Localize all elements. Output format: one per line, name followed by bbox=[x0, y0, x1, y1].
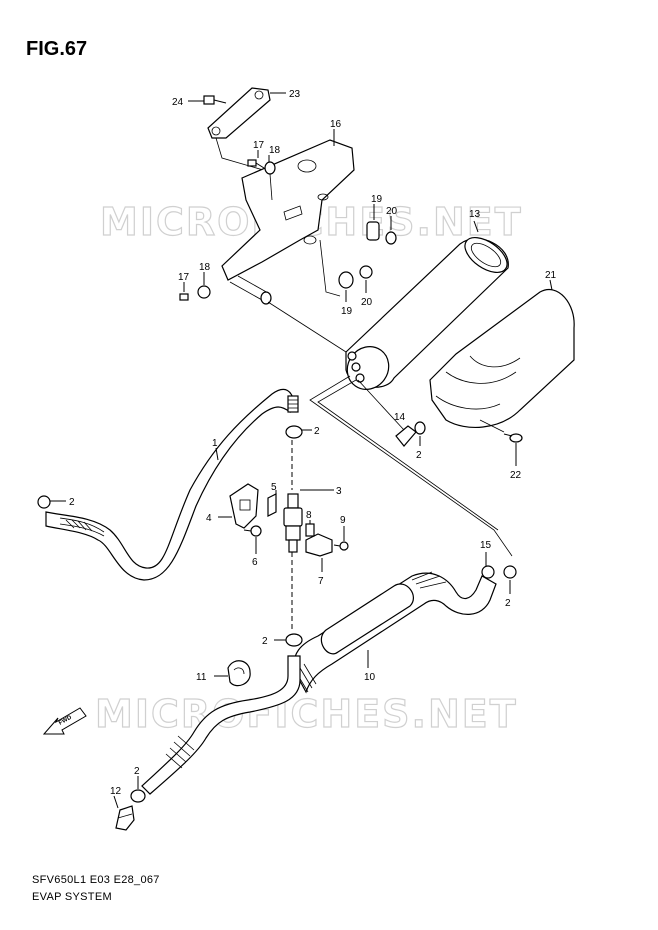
callout-21: 21 bbox=[545, 270, 557, 281]
collar-20-lower bbox=[359, 265, 373, 279]
callout-20-lower: 20 bbox=[361, 297, 373, 308]
fitting-12 bbox=[115, 805, 135, 831]
callout-2-right: 2 bbox=[505, 598, 511, 609]
callout-16: 16 bbox=[330, 119, 342, 130]
clip-8 bbox=[305, 523, 315, 537]
callout-7: 7 bbox=[318, 576, 324, 587]
callout-2-left: 2 bbox=[69, 497, 75, 508]
callout-3: 3 bbox=[336, 486, 342, 497]
callout-17-upper: 17 bbox=[253, 140, 265, 151]
bolt-24 bbox=[203, 95, 227, 105]
bracket-16 bbox=[221, 139, 355, 305]
grommet-19-upper bbox=[366, 221, 380, 241]
callout-2-mid: 2 bbox=[262, 636, 268, 647]
pipe-10 bbox=[293, 571, 497, 694]
grommet-19-lower bbox=[338, 271, 354, 289]
callout-20-upper: 20 bbox=[386, 206, 398, 217]
callout-10: 10 bbox=[364, 672, 376, 683]
callout-1: 1 bbox=[212, 438, 218, 449]
collar-20-upper bbox=[385, 231, 397, 245]
bolt-17-upper bbox=[247, 159, 265, 169]
callout-14: 14 bbox=[394, 412, 406, 423]
screw-6 bbox=[243, 525, 262, 537]
callout-8: 8 bbox=[306, 510, 312, 521]
callout-6: 6 bbox=[252, 557, 258, 568]
clip-5 bbox=[267, 493, 277, 517]
cap-14 bbox=[395, 425, 417, 447]
clamp-2-mid bbox=[285, 633, 303, 647]
clamp-15 bbox=[481, 565, 495, 579]
callout-17-lower: 17 bbox=[178, 272, 190, 283]
callout-2-upper: 2 bbox=[314, 426, 320, 437]
clamp-2-right bbox=[503, 565, 517, 579]
hose-1 bbox=[45, 388, 299, 581]
bracket-4 bbox=[229, 483, 259, 529]
callout-2-cap: 2 bbox=[416, 450, 422, 461]
hose-lower bbox=[141, 655, 301, 795]
callout-9: 9 bbox=[340, 515, 346, 526]
callout-22: 22 bbox=[510, 470, 522, 481]
watermark-bottom: MICROFICHES.NET bbox=[95, 692, 518, 736]
figure-title: FIG.67 bbox=[26, 38, 88, 60]
callout-19-upper: 19 bbox=[371, 194, 383, 205]
clamp-2-left bbox=[37, 495, 51, 509]
callout-15: 15 bbox=[480, 540, 492, 551]
washer-18-upper bbox=[264, 161, 276, 175]
clamp-2-cap bbox=[414, 421, 426, 435]
callout-18-upper: 18 bbox=[269, 145, 281, 156]
bolt-17-lower bbox=[179, 293, 189, 301]
clamp-2-lower bbox=[130, 789, 146, 803]
callout-19-lower: 19 bbox=[341, 306, 353, 317]
clamp-2-upper bbox=[285, 425, 303, 439]
callout-11: 11 bbox=[196, 672, 207, 683]
canister-13 bbox=[345, 236, 509, 390]
footer-name: EVAP SYSTEM bbox=[32, 891, 112, 903]
cover-21 bbox=[429, 289, 575, 429]
valve-3 bbox=[283, 493, 303, 553]
clip-11 bbox=[227, 660, 251, 687]
callout-13: 13 bbox=[469, 209, 481, 220]
bracket-23 bbox=[207, 87, 271, 139]
callout-12: 12 bbox=[110, 786, 122, 797]
screw-9 bbox=[333, 541, 349, 551]
callout-4: 4 bbox=[206, 513, 212, 524]
bracket-7 bbox=[305, 533, 333, 557]
callout-23: 23 bbox=[289, 89, 301, 100]
washer-18-lower bbox=[197, 285, 211, 299]
callout-18-lower: 18 bbox=[199, 262, 211, 273]
footer-code: SFV650L1 E03 E28_067 bbox=[32, 874, 160, 886]
fwd-arrow-icon: FWD bbox=[42, 707, 87, 735]
bolt-22 bbox=[503, 433, 523, 443]
callout-5: 5 bbox=[271, 482, 277, 493]
callout-2-lower: 2 bbox=[134, 766, 140, 777]
callout-24: 24 bbox=[172, 97, 184, 108]
